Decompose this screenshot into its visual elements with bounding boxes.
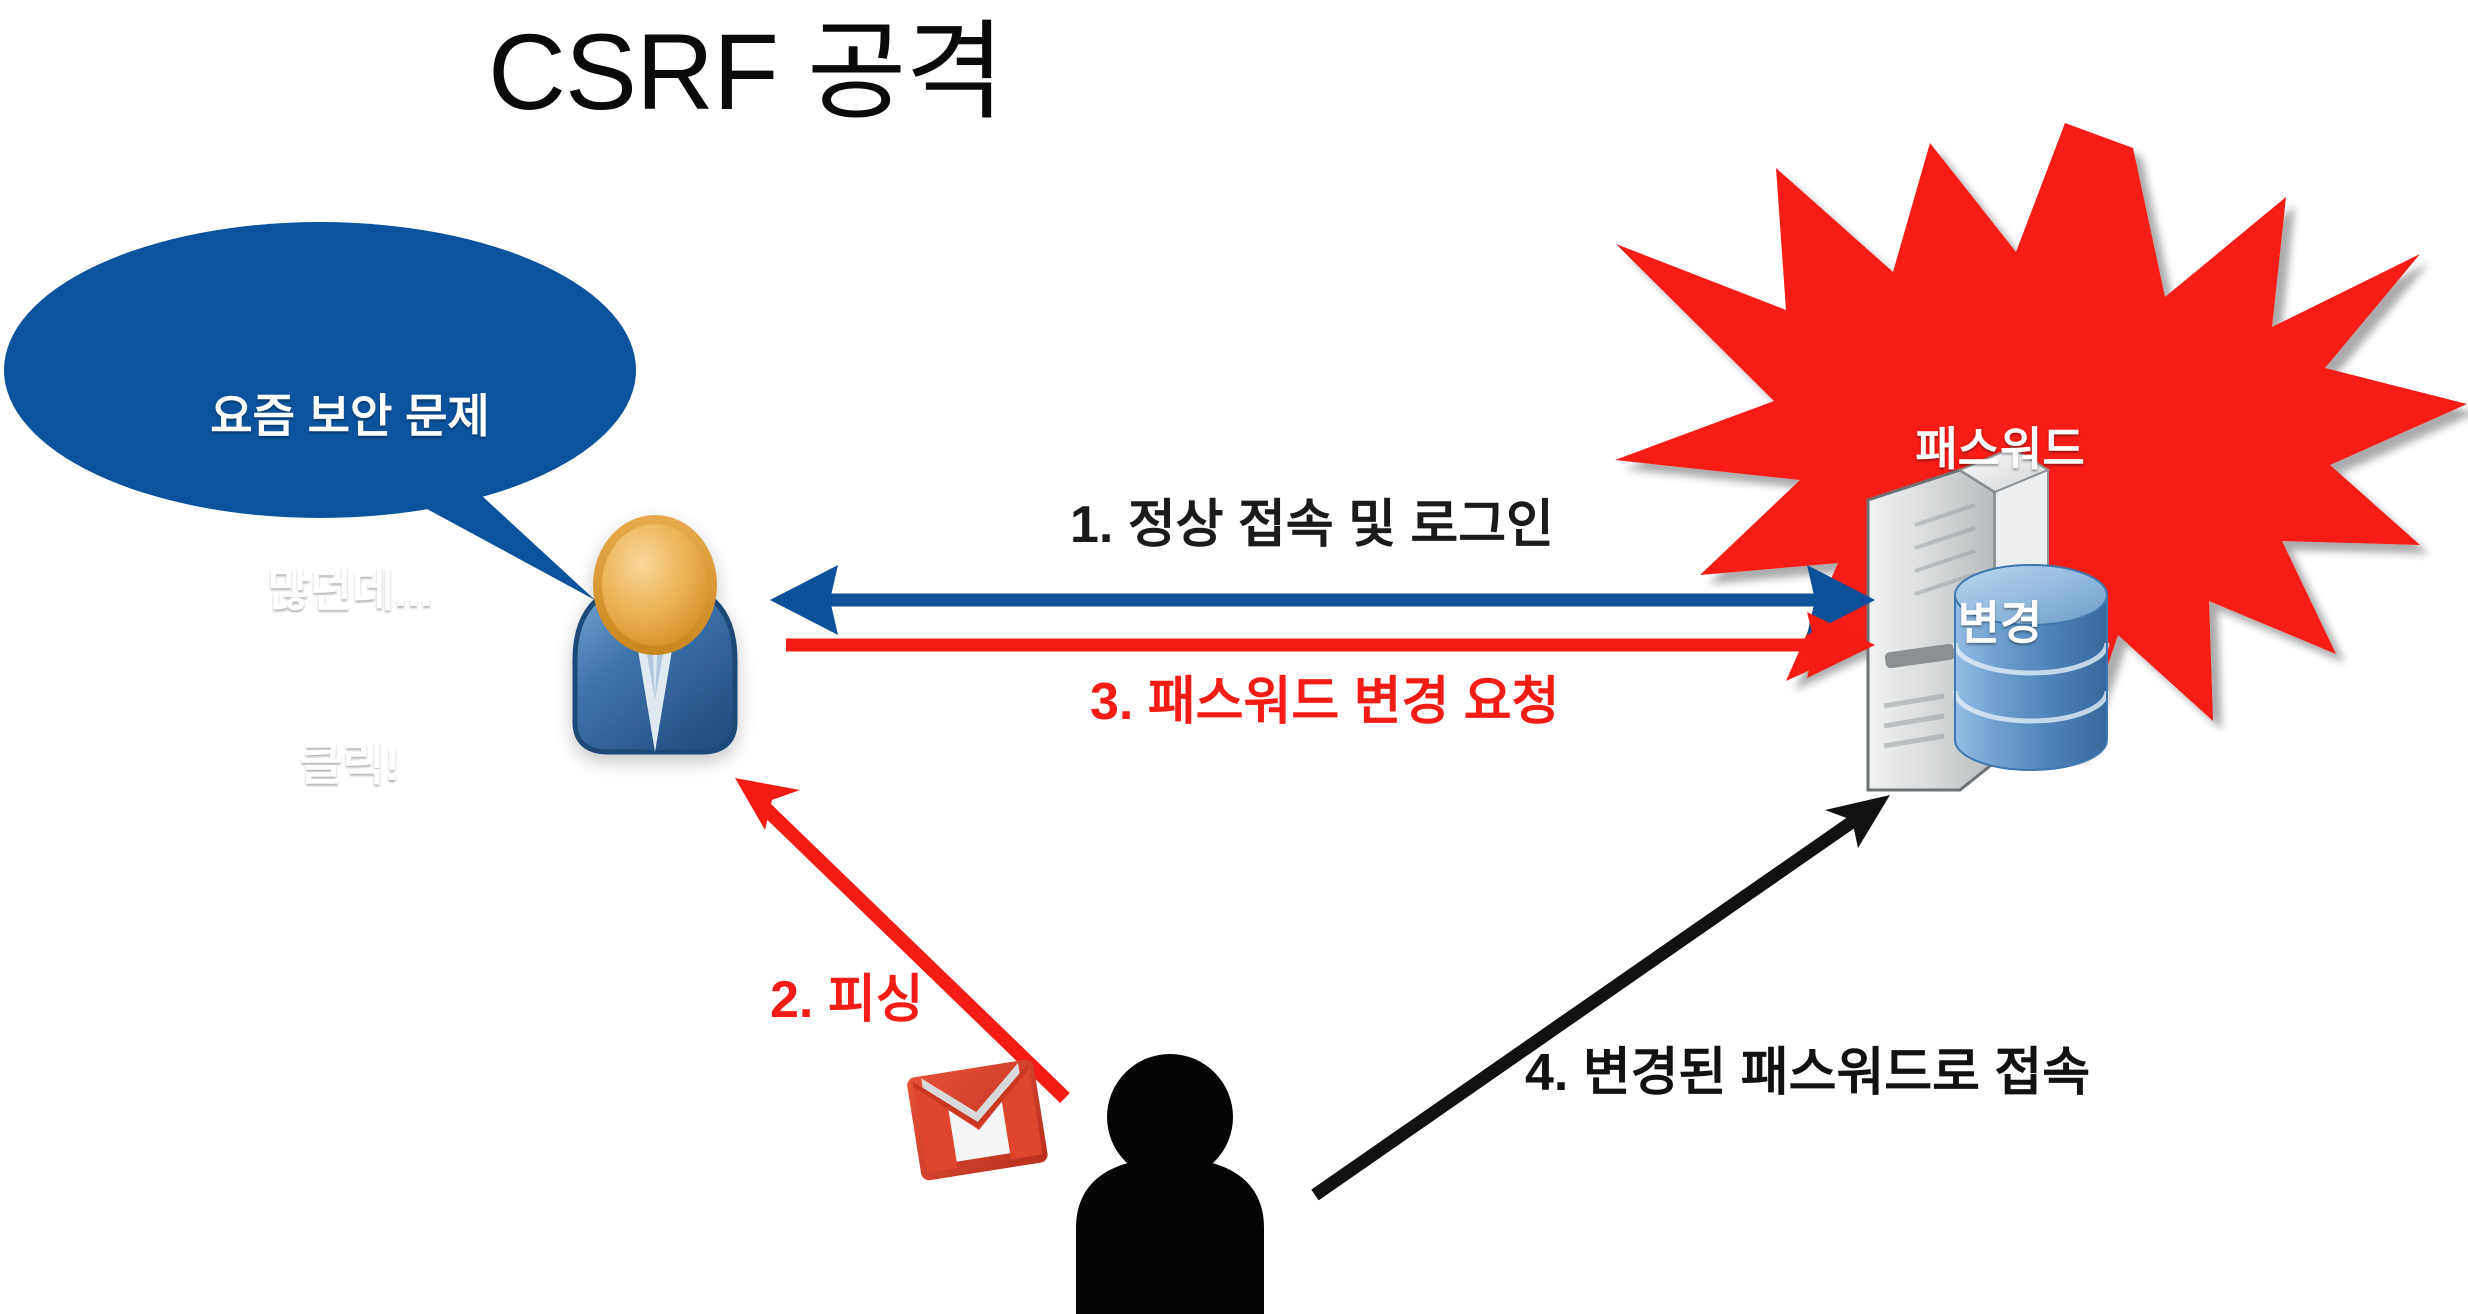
flow-arrow-step1 (770, 565, 1875, 635)
flow-label-step4: 4. 변경된 패스워드로 접속 (1525, 1044, 2091, 1102)
attacker-icon (1076, 1054, 1264, 1314)
victim-user-icon (572, 515, 738, 755)
flow-label-step2: 2. 피싱 (770, 971, 924, 1029)
speech-bubble-line-3: 클릭! (300, 737, 400, 790)
page-title: CSRF 공격 (488, 11, 1005, 132)
flow-label-step3: 3. 패스워드 변경 요청 (1090, 673, 1560, 731)
burst-line-1: 패스워드 (1915, 422, 2085, 475)
burst-text: 패스워드 변경 (1790, 305, 2210, 769)
database-icon (1952, 564, 2110, 771)
flow-arrow-step2 (735, 778, 1070, 1104)
flow-label-step1: 1. 정상 접속 및 로그인 (1070, 496, 1554, 554)
speech-bubble-line-2: 많던데... (267, 563, 433, 616)
flow-arrow-step3 (786, 612, 1875, 678)
speech-bubble-text: 요즘 보안 문제 많던데... 클릭! (70, 272, 630, 909)
flow-arrow-step4 (1311, 795, 1890, 1201)
burst-line-2: 변경 (1957, 596, 2043, 649)
speech-bubble-line-1: 요즘 보안 문제 (210, 389, 490, 442)
speech-bubble (4, 222, 636, 600)
gmail-envelope-icon (907, 1059, 1048, 1181)
